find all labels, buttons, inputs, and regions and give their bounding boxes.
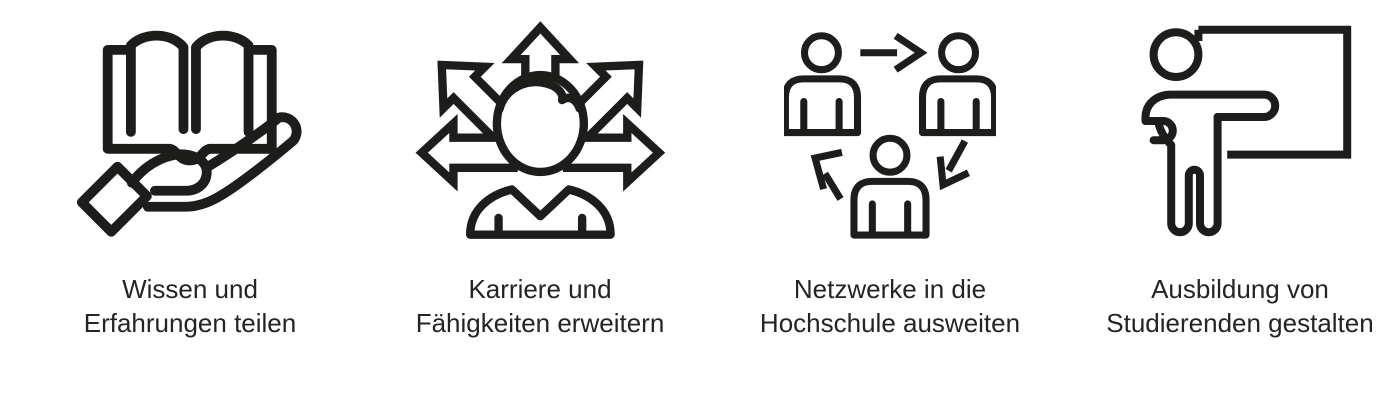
caption-line: Hochschule ausweiten — [759, 308, 1021, 338]
feature-ausbildung-gestalten: Ausbildung von Studierenden gestalten — [1065, 0, 1400, 420]
people-network-arrows-icon — [784, 32, 996, 239]
feature-netzwerke-ausweiten: Netzwerke in die Hochschule ausweiten — [715, 0, 1065, 420]
feature-caption: Karriere und Fähigkeiten erweitern — [416, 272, 665, 340]
book-on-hand-icon — [77, 30, 302, 237]
person-direction-arrows-icon — [415, 19, 666, 239]
teacher-whiteboard-icon — [1141, 25, 1352, 237]
icon-wrap — [1065, 0, 1400, 262]
icon-wrap — [365, 0, 715, 262]
feature-karriere-erweitern: Karriere und Fähigkeiten erweitern — [365, 0, 715, 420]
caption-line: Studierenden gestalten — [1106, 308, 1374, 338]
caption-line: Ausbildung von — [1151, 274, 1329, 304]
caption-line: Karriere und — [468, 274, 612, 304]
icon-wrap — [15, 0, 365, 262]
caption-line: Erfahrungen teilen — [83, 308, 297, 338]
feature-wissen-teilen: Wissen und Erfahrungen teilen — [15, 0, 365, 420]
caption-line: Wissen und — [122, 274, 258, 304]
feature-caption: Wissen und Erfahrungen teilen — [84, 272, 296, 340]
feature-caption: Netzwerke in die Hochschule ausweiten — [760, 272, 1020, 340]
icon-wrap — [715, 0, 1065, 262]
caption-line: Fähigkeiten erweitern — [415, 308, 665, 338]
caption-line: Netzwerke in die — [793, 274, 987, 304]
feature-caption: Ausbildung von Studierenden gestalten — [1106, 272, 1373, 340]
